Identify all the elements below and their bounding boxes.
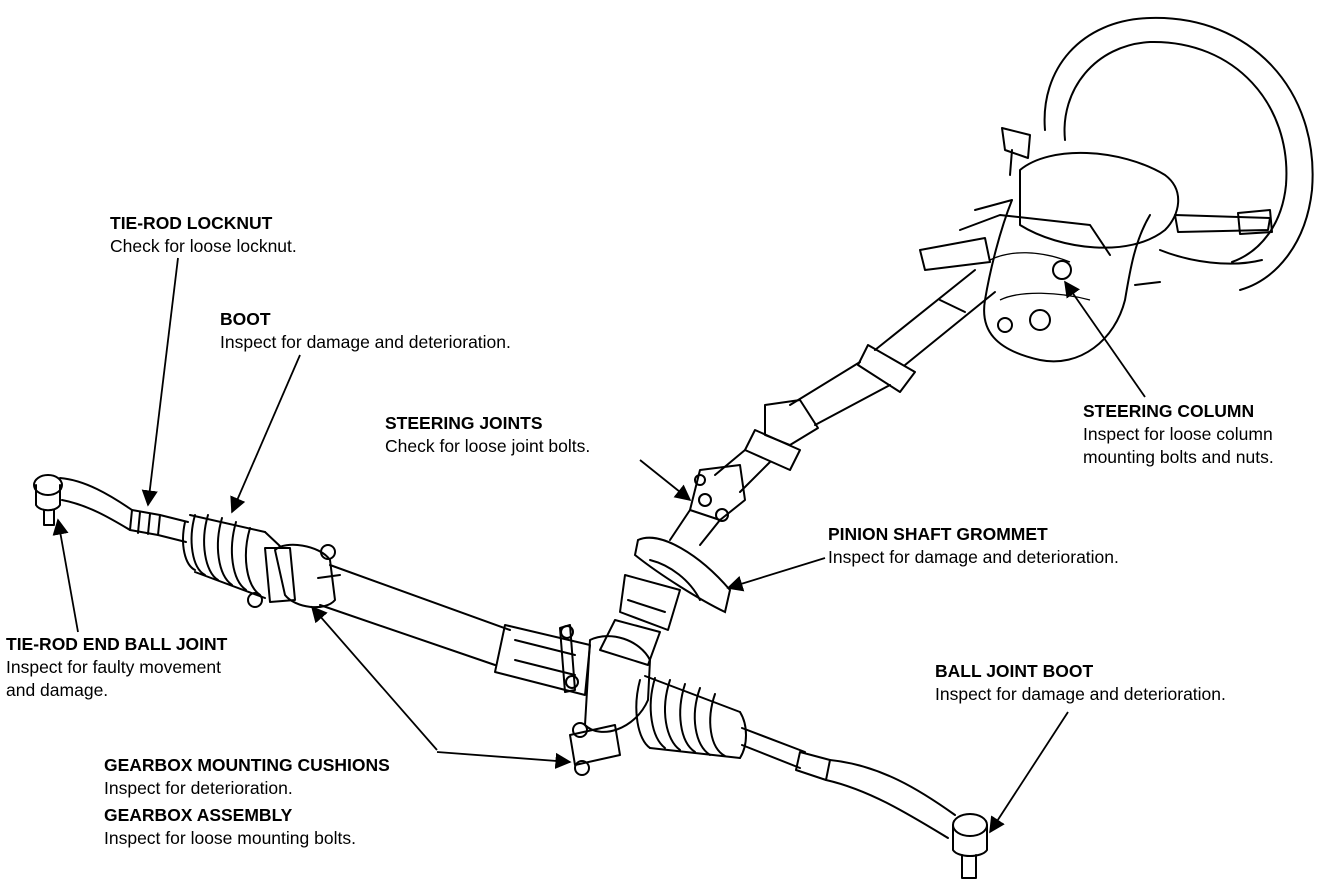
leader-tie-rod-end-ball-joint — [52, 518, 79, 633]
label-boot: BOOT Inspect for damage and deterioratio… — [220, 308, 511, 354]
leader-tie-rod-locknut — [141, 257, 179, 507]
steering-column-desc-1: Inspect for loose column — [1083, 424, 1273, 444]
leader-steering-column — [1064, 280, 1146, 398]
leader-mounting-cushion-right — [436, 751, 572, 769]
steering-column-housing — [959, 127, 1180, 363]
pinion-shaft-grommet-desc: Inspect for damage and deterioration. — [828, 547, 1119, 567]
leader-steering-joints — [639, 459, 692, 502]
boot-title: BOOT — [220, 309, 271, 329]
steering-wheel — [1043, 16, 1314, 291]
gearbox-mounting-cushions-title: GEARBOX MOUNTING CUSHIONS — [104, 755, 390, 775]
label-steering-joints: STEERING JOINTS Check for loose joint bo… — [385, 412, 590, 458]
ball-joint-boot-title: BALL JOINT BOOT — [935, 661, 1094, 681]
label-tie-rod-locknut: TIE-ROD LOCKNUT Check for loose locknut. — [110, 212, 297, 258]
tie-rod-locknut-title: TIE-ROD LOCKNUT — [110, 213, 273, 233]
gearbox-mounting-cushions-desc: Inspect for deterioration. — [104, 778, 293, 798]
pinion-shaft-grommet-title: PINION SHAFT GROMMET — [828, 524, 1048, 544]
pinion-shaft-grommet — [599, 536, 732, 666]
left-boot — [182, 514, 283, 599]
right-tie-rod — [741, 727, 988, 879]
left-tie-rod — [33, 474, 189, 543]
leader-lines — [52, 257, 1146, 834]
gearbox-assembly-title: GEARBOX ASSEMBLY — [104, 805, 293, 825]
boot-desc: Inspect for damage and deterioration. — [220, 332, 511, 352]
steering-column-title: STEERING COLUMN — [1083, 401, 1255, 421]
leader-ball-joint-boot — [989, 711, 1069, 834]
label-pinion-shaft-grommet: PINION SHAFT GROMMET Inspect for damage … — [828, 523, 1119, 569]
rack-housing — [319, 564, 651, 776]
ball-joint-boot-desc: Inspect for damage and deterioration. — [935, 684, 1226, 704]
label-tie-rod-end-ball-joint: TIE-ROD END BALL JOINT Inspect for fault… — [6, 633, 227, 702]
leader-pinion-shaft-grommet — [726, 557, 826, 592]
tie-rod-end-ball-joint-title: TIE-ROD END BALL JOINT — [6, 634, 228, 654]
label-gearbox-assembly: GEARBOX ASSEMBLY Inspect for loose mount… — [104, 804, 356, 850]
leader-mounting-cushion-left — [310, 605, 438, 751]
steering-column-desc-2: mounting bolts and nuts. — [1083, 447, 1274, 467]
gearbox-assembly-desc: Inspect for loose mounting bolts. — [104, 828, 356, 848]
right-boot — [635, 675, 747, 759]
tie-rod-end-ball-joint-desc-2: and damage. — [6, 680, 109, 700]
tie-rod-end-ball-joint-desc-1: Inspect for faulty movement — [6, 657, 221, 677]
label-steering-column: STEERING COLUMN Inspect for loose column… — [1083, 400, 1274, 469]
label-gearbox-mounting-cushions: GEARBOX MOUNTING CUSHIONS Inspect for de… — [104, 754, 390, 800]
leader-boot — [230, 354, 301, 514]
steering-joints-desc: Check for loose joint bolts. — [385, 436, 591, 456]
steering-joints-title: STEERING JOINTS — [385, 413, 543, 433]
column-shaft — [789, 237, 996, 426]
tie-rod-locknut-desc: Check for loose locknut. — [110, 236, 297, 256]
steering-joints — [669, 399, 819, 546]
label-ball-joint-boot: BALL JOINT BOOT Inspect for damage and d… — [935, 660, 1226, 706]
